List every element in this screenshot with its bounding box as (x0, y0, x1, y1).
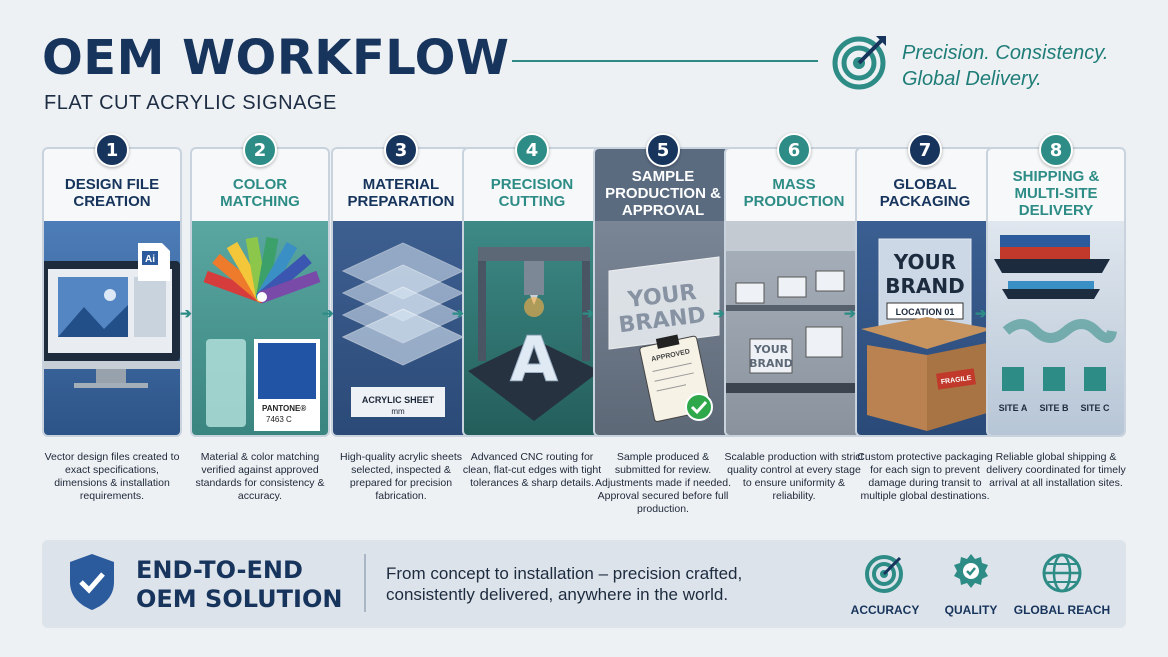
step-8-description: Reliable global shipping & delivery coor… (986, 451, 1126, 489)
header-divider (512, 60, 818, 62)
cnc-machine-icon: A (464, 221, 600, 435)
banner-text-line-2: consistently delivered, anywhere in the … (386, 585, 729, 604)
workflow-steps: DESIGN FILE CREATION Ai 1 Vector design … (42, 133, 1126, 518)
banner-divider (364, 554, 366, 612)
award-icon (954, 554, 988, 588)
location-label: LOCATION 01 (896, 307, 955, 317)
step-2-description: Material & color matching verified again… (195, 451, 325, 502)
cut-letter: A (510, 323, 558, 396)
badge-accuracy: ACCURACY (835, 552, 935, 617)
target-icon (865, 555, 903, 593)
step-7-description: Custom protective packaging for each sig… (857, 451, 993, 502)
step-6-number: 6 (777, 133, 811, 167)
approval-clipboard-icon: YOUR BRAND APPROVED (595, 221, 731, 435)
arrow-icon: ➔ (582, 305, 594, 321)
step-7-card: GLOBAL PACKAGING YOUR BRAND LOCATION 01 … (855, 147, 995, 437)
brand-line-2: BRAND (885, 274, 964, 298)
cargo-ship-icon: SITE A SITE B SITE C (988, 221, 1124, 435)
step-5-card: SAMPLE PRODUCTION & APPROVAL YOUR BRAND … (593, 147, 733, 437)
step-4-description: Advanced CNC routing for clean, flat-cut… (462, 451, 602, 489)
step-1-card: DESIGN FILE CREATION Ai (42, 147, 182, 437)
badge-global-reach: GLOBAL REACH (1012, 552, 1112, 617)
step-3-number: 3 (384, 133, 418, 167)
step-8-card: SHIPPING & MULTI-SITE DELIVERY SITE A SI… (986, 147, 1126, 437)
shield-check-icon (70, 554, 114, 610)
site-b-label: SITE B (1039, 403, 1069, 413)
brand-line-2: BRAND (749, 357, 793, 370)
step-8-number: 8 (1039, 133, 1073, 167)
swatch-label-2: 7463 C (266, 415, 292, 424)
banner-text-line-1: From concept to installation – precision… (386, 564, 743, 583)
globe-icon (1042, 553, 1082, 593)
acrylic-sheet-icon: ACRYLIC SHEET mm (333, 221, 469, 435)
arrow-icon: ➔ (180, 305, 192, 321)
step-1-number: 1 (95, 133, 129, 167)
step-4-number: 4 (515, 133, 549, 167)
step-1-description: Vector design files created to exact spe… (44, 451, 180, 502)
color-swatch-icon: PANTONE® 7463 C (192, 221, 328, 435)
sheet-label-2: mm (391, 407, 405, 416)
arrow-icon: ➔ (713, 305, 725, 321)
ai-file-label: Ai (145, 254, 155, 265)
tagline-line-1: Precision. Consistency. (902, 42, 1109, 64)
banner-title-line-1: END-TO-END (136, 556, 303, 584)
page-title: OEM WORKFLOW (42, 30, 510, 86)
badge-label: ACCURACY (850, 603, 920, 617)
step-4-card: PRECISION CUTTING A (462, 147, 602, 437)
step-title: SHIPPING & MULTI-SITE DELIVERY (1012, 167, 1100, 219)
arrow-icon: ➔ (975, 305, 987, 321)
step-5-description: Sample produced & submitted for review. … (595, 451, 731, 515)
tagline: Precision. Consistency. Global Delivery. (902, 40, 1108, 92)
sheet-label-1: ACRYLIC SHEET (362, 395, 435, 405)
summary-banner: END-TO-END OEM SOLUTION From concept to … (42, 540, 1126, 628)
swatch-label-1: PANTONE® (262, 404, 306, 413)
step-title: PRECISION CUTTING (490, 176, 574, 210)
target-icon (832, 36, 886, 90)
badge-label: QUALITY (944, 603, 998, 617)
step-2-card: COLOR MATCHING PANTONE® 7463 (190, 147, 330, 437)
site-a-label: SITE A (999, 403, 1028, 413)
step-title: MASS PRODUCTION (743, 176, 845, 210)
site-c-label: SITE C (1080, 403, 1110, 413)
step-5-number: 5 (646, 133, 680, 167)
page-subtitle: FLAT CUT ACRYLIC SIGNAGE (44, 92, 337, 114)
arrow-icon: ➔ (452, 305, 464, 321)
step-6-description: Scalable production with strict quality … (724, 451, 864, 502)
fragile-label: FRAGILE (941, 375, 973, 386)
package-box-icon: YOUR BRAND LOCATION 01 FRAGILE (857, 221, 993, 435)
step-3-description: High-quality acrylic sheets selected, in… (340, 451, 462, 502)
factory-line-icon: YOUR BRAND (726, 221, 862, 435)
brand-line-1: YOUR (753, 343, 789, 356)
tagline-line-2: Global Delivery. (902, 68, 1042, 90)
ai-file-icon: Ai (44, 221, 180, 435)
badge-quality: QUALITY (921, 552, 1021, 617)
badge-label: GLOBAL REACH (1013, 603, 1111, 617)
brand-line-1: YOUR (893, 250, 956, 274)
step-title: DESIGN FILE CREATION (64, 176, 160, 210)
step-7-number: 7 (908, 133, 942, 167)
banner-title-line-2: OEM SOLUTION (136, 585, 343, 613)
step-title: COLOR MATCHING (220, 176, 300, 210)
step-2-number: 2 (243, 133, 277, 167)
step-6-card: MASS PRODUCTION YOUR BRAND (724, 147, 864, 437)
arrow-icon: ➔ (844, 305, 856, 321)
step-title: MATERIAL PREPARATION (347, 176, 455, 210)
banner-text: From concept to installation – precision… (386, 563, 742, 605)
step-title: GLOBAL PACKAGING (879, 176, 971, 210)
step-3-card: MATERIAL PREPARATION ACRYLIC SHEET mm (331, 147, 471, 437)
arrow-icon: ➔ (322, 305, 334, 321)
banner-title: END-TO-END OEM SOLUTION (136, 556, 342, 614)
